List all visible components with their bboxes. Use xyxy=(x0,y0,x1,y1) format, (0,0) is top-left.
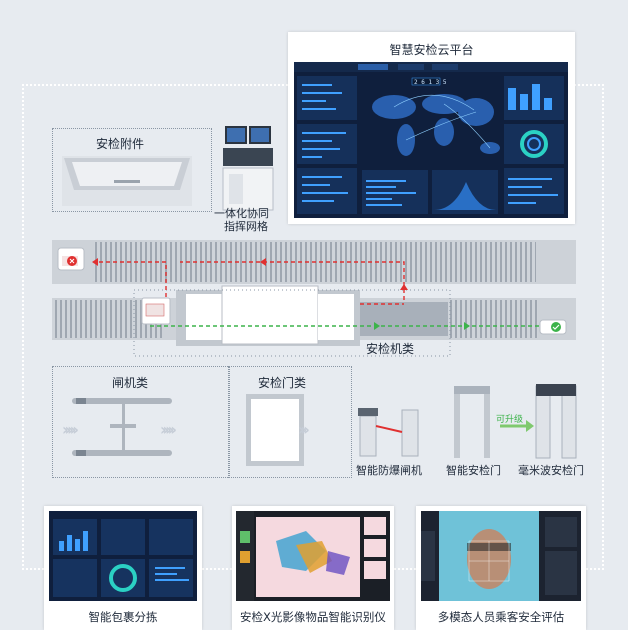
device-gate-label: 智能防爆闸机 xyxy=(356,464,422,477)
tray-graphic xyxy=(64,158,190,190)
face-card[interactable]: 多模态人员乘客安全评估 xyxy=(416,506,586,630)
xray-caption: 安检X光影像物品智能识别仪 xyxy=(240,610,386,624)
platform-card[interactable]: 智慧安检云平台 xyxy=(288,32,575,224)
door-frame[interactable] xyxy=(246,394,304,466)
device-door-label: 智能安检门 xyxy=(446,464,501,477)
sorting-screen xyxy=(49,511,197,601)
face-caption: 多模态人员乘客安全评估 xyxy=(437,610,565,624)
sorting-card[interactable]: 智能包裹分拣 xyxy=(44,506,202,630)
gate-chevrons-right: ››››› xyxy=(160,420,177,439)
device-upgrade-label: 可升级 xyxy=(496,415,524,425)
platform-dashboard: 2 6 1 3 5 xyxy=(294,62,568,218)
face-graphic xyxy=(421,511,577,601)
attachments-box xyxy=(52,128,212,212)
xray-graphic xyxy=(236,511,386,601)
face-screen xyxy=(421,511,581,601)
machines-title: 安检机类 xyxy=(366,342,415,356)
attachments-title: 安检附件 xyxy=(96,137,145,151)
gate-chevrons: ››››› xyxy=(62,420,79,439)
command-console[interactable] xyxy=(221,124,275,212)
sorting-caption: 智能包裹分拣 xyxy=(88,610,158,624)
dashboard-graphic: 2 6 1 3 5 xyxy=(294,62,568,214)
counter-text: 2 6 1 3 5 xyxy=(414,79,447,86)
door-class-title: 安检门类 xyxy=(258,376,307,390)
door-chevrons: ››› xyxy=(298,420,310,439)
gate-diagram xyxy=(72,398,172,456)
xray-screen xyxy=(236,511,390,601)
devices-graphic xyxy=(358,384,577,459)
sorting-graphic xyxy=(53,519,193,597)
attachments-tray[interactable] xyxy=(62,156,192,206)
platform-title: 智慧安检云平台 xyxy=(389,43,474,57)
gate-class-title: 闸机类 xyxy=(112,376,149,390)
command-line2: 指挥网格 xyxy=(224,220,268,233)
door-class-box xyxy=(228,366,352,478)
console-graphic xyxy=(222,126,274,211)
gate-class-box xyxy=(52,366,230,478)
command-line1: 一体化协同 xyxy=(214,207,269,220)
xray-card[interactable]: 安检X光影像物品智能识别仪 xyxy=(232,506,394,630)
device-mmwave-label: 毫米波安检门 xyxy=(518,464,584,477)
